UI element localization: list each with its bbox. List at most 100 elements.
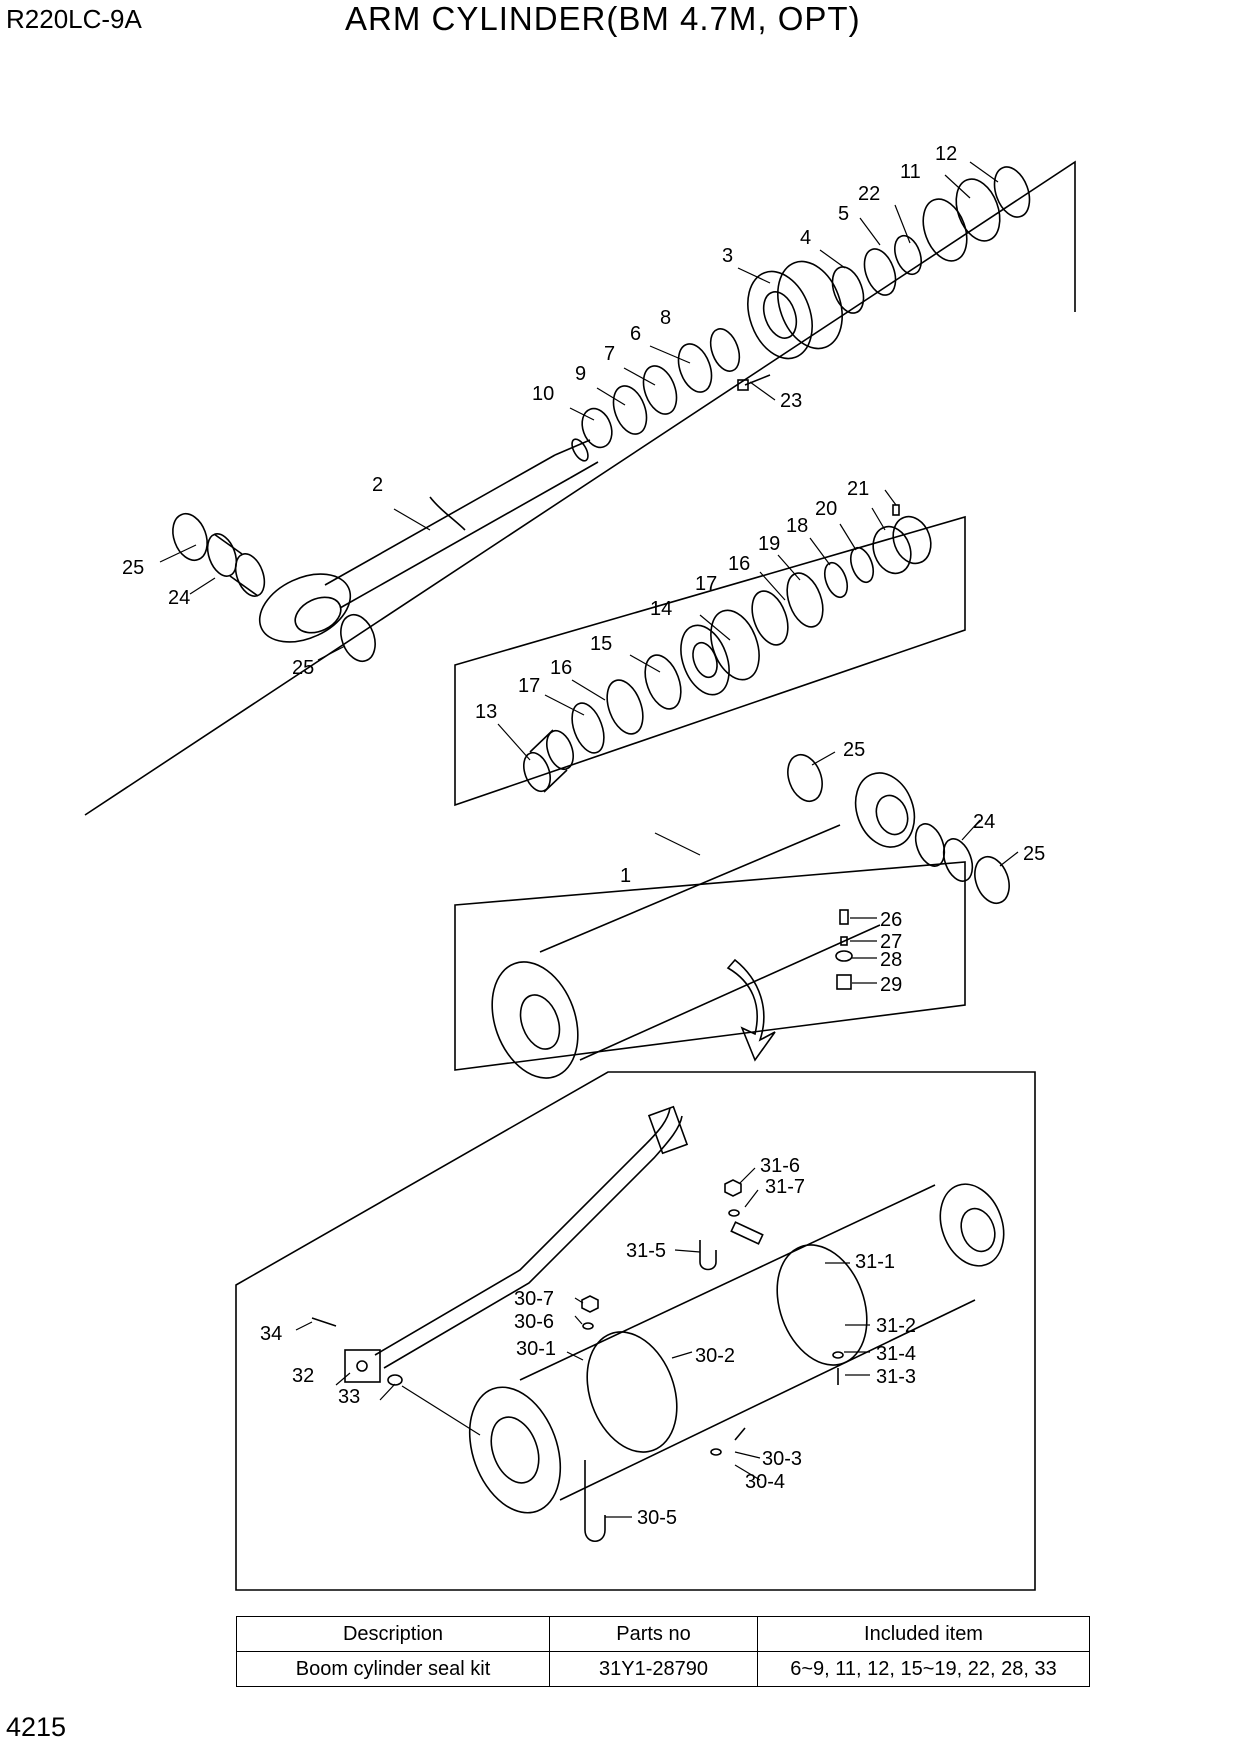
pin-bushing-part (914, 823, 974, 882)
washer-part (582, 1322, 594, 1330)
dust-seal-part (172, 512, 208, 562)
bolt-part (311, 1317, 337, 1327)
callout-9: 9 (575, 363, 586, 385)
callout-33: 33 (338, 1386, 360, 1408)
callout-32: 32 (292, 1365, 314, 1387)
cell-parts-no: 31Y1-28790 (549, 1651, 758, 1687)
bushing-part (831, 248, 897, 314)
callout-31-1: 31-1 (855, 1251, 895, 1273)
backup-ring-part (709, 328, 741, 372)
callout-2: 2 (372, 474, 383, 496)
callout-30-1: 30-1 (516, 1338, 556, 1360)
callout-31-5: 31-5 (626, 1240, 666, 1262)
wear-ring-part (571, 702, 605, 754)
seal-ring-part (642, 365, 678, 415)
backup-ring-part (823, 561, 849, 599)
piston-part (680, 609, 760, 696)
dust-seal-part (974, 855, 1010, 905)
callout-13: 13 (475, 701, 497, 723)
dust-seal-part (340, 613, 376, 663)
plug-part (836, 974, 852, 990)
callout-31-2: 31-2 (876, 1315, 916, 1337)
washer-part (832, 1351, 844, 1359)
callout-10: 10 (532, 383, 554, 405)
check-valve-part (840, 936, 848, 946)
column-header-description: Description (236, 1616, 550, 1652)
piston-rod-part (258, 438, 599, 643)
tube-group-frame (454, 861, 966, 1071)
cell-description: Boom cylinder seal kit (236, 1651, 550, 1687)
callout-25b: 25 (292, 657, 314, 679)
o-ring-part (835, 950, 853, 962)
callout-4: 4 (800, 227, 811, 249)
callout-7: 7 (604, 343, 615, 365)
o-ring-part (849, 546, 875, 584)
callout-3: 3 (722, 245, 733, 267)
bolt-part (734, 1427, 746, 1441)
cylinder-tube-part (491, 772, 916, 1079)
callout-22: 22 (858, 183, 880, 205)
callout-1: 1 (620, 865, 631, 887)
piston-nut-part (872, 515, 932, 575)
grease-nipple-part (839, 909, 849, 925)
pin-bushing-part (206, 533, 266, 597)
callout-19: 19 (758, 533, 780, 555)
flange-block-part (344, 1349, 381, 1383)
o-ring-part (387, 1374, 403, 1386)
leader-lines (159, 161, 1019, 1518)
callout-17b: 17 (695, 573, 717, 595)
rod-group-frame (84, 160, 1076, 816)
callout-31-4: 31-4 (876, 1343, 916, 1365)
callout-20: 20 (815, 498, 837, 520)
slide-ring-part (786, 572, 824, 628)
hex-nut-part (581, 1295, 599, 1313)
dust-seal-part (787, 753, 823, 803)
set-screw-part (892, 504, 900, 516)
rod-seal-part (677, 343, 713, 393)
cell-included-item: 6~9, 11, 12, 15~19, 22, 28, 33 (757, 1651, 1090, 1687)
callout-30-4: 30-4 (745, 1471, 785, 1493)
callout-25: 25 (122, 557, 144, 579)
slide-ring-part (606, 679, 644, 735)
washer-part (728, 1209, 740, 1217)
piston-group-frame (454, 515, 966, 807)
rod-cover-part (747, 260, 843, 360)
callout-14: 14 (650, 598, 672, 620)
callout-15: 15 (590, 633, 612, 655)
section-arrow (726, 958, 776, 1062)
u-bolt-part (699, 1240, 717, 1271)
callout-6: 6 (630, 323, 641, 345)
callout-24: 24 (168, 587, 190, 609)
model-name: R220LC-9A (6, 4, 142, 34)
callout-8: 8 (660, 307, 671, 329)
callout-30-6: 30-6 (514, 1311, 554, 1333)
callout-16: 16 (550, 657, 572, 679)
socket-bolt-part (737, 374, 771, 391)
snap-ring-part (894, 234, 922, 276)
callout-21: 21 (847, 478, 869, 500)
callout-23: 23 (780, 390, 802, 412)
table-header-row: Description Parts no Included item (236, 1616, 1090, 1652)
callout-29: 29 (880, 974, 902, 996)
retaining-ring-part (581, 407, 613, 449)
o-ring-part (922, 198, 968, 262)
backup-ring-part (993, 166, 1031, 218)
column-header-parts-no: Parts no (549, 1616, 758, 1652)
callout-27: 27 (880, 931, 902, 953)
callout-24b: 24 (973, 811, 995, 833)
seal-kit-table: Description Parts no Included item Boom … (236, 1616, 1090, 1687)
callout-34: 34 (260, 1323, 282, 1345)
callout-12: 12 (935, 143, 957, 165)
washer-part (710, 1448, 722, 1456)
callout-30-2: 30-2 (695, 1345, 735, 1367)
callout-5: 5 (838, 203, 849, 225)
page-number: 4215 (6, 1712, 67, 1742)
table-row: Boom cylinder seal kit 31Y1-28790 6~9, 1… (236, 1651, 1090, 1687)
hex-nut-part (724, 1179, 742, 1197)
cushion-ring-part (523, 729, 574, 793)
column-header-included-item: Included item (757, 1616, 1090, 1652)
clamp-band-part (586, 1331, 678, 1453)
callout-26: 26 (880, 909, 902, 931)
o-ring-part (955, 178, 1001, 242)
